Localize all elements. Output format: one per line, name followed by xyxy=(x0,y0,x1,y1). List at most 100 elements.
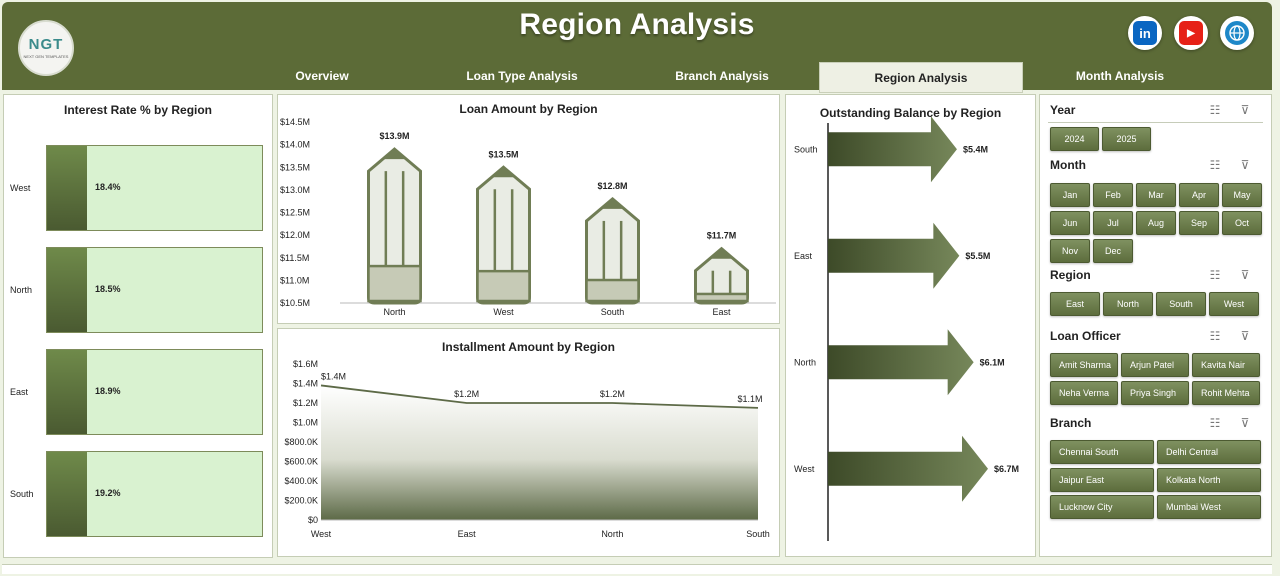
category-label: South xyxy=(746,529,770,539)
data-label: $5.4M xyxy=(963,144,988,154)
category-label: South xyxy=(601,307,625,317)
interest-row-label: South xyxy=(10,489,34,499)
clear-filter-icon[interactable]: ⊽ xyxy=(1240,329,1250,343)
month-chip[interactable]: Feb xyxy=(1093,183,1133,207)
month-chip[interactable]: Jun xyxy=(1050,211,1090,235)
region-chip[interactable]: East xyxy=(1050,292,1100,316)
outstanding-panel: Outstanding Balance by Region South $5.4M… xyxy=(785,94,1036,557)
month-chip[interactable]: Oct xyxy=(1222,211,1262,235)
officer-chip[interactable]: Arjun Patel xyxy=(1121,353,1189,377)
branch-chip[interactable]: Mumbai West xyxy=(1157,495,1261,519)
category-label: West xyxy=(794,464,815,474)
month-chip[interactable]: Jan xyxy=(1050,183,1090,207)
y-tick-label: $1.0M xyxy=(293,418,318,428)
linkedin-button[interactable]: in xyxy=(1128,16,1162,50)
clear-filter-icon[interactable]: ⊽ xyxy=(1240,158,1250,172)
y-tick-label: $0 xyxy=(308,515,318,525)
month-slicer-title: Month xyxy=(1050,158,1086,172)
multi-select-icon[interactable]: ☷ xyxy=(1209,158,1221,172)
month-chip[interactable]: May xyxy=(1222,183,1262,207)
branch-chip[interactable]: Lucknow City xyxy=(1050,495,1154,519)
interest-bar-north: 18.5% xyxy=(46,247,263,333)
year-slicer-title: Year xyxy=(1050,103,1076,117)
logo-subtext: NEXT GEN TEMPLATES xyxy=(23,54,69,59)
linkedin-icon: in xyxy=(1133,21,1157,45)
year-chip[interactable]: 2024 xyxy=(1050,127,1099,151)
officer-chip[interactable]: Rohit Mehta xyxy=(1192,381,1260,405)
interest-bar-east: 18.9% xyxy=(46,349,263,435)
outstanding-title: Outstanding Balance by Region xyxy=(819,106,1002,120)
category-label: West xyxy=(311,529,332,539)
data-label: $13.5M xyxy=(488,149,518,159)
category-label: South xyxy=(794,144,818,154)
data-label: $5.5M xyxy=(965,251,990,261)
clear-filter-icon[interactable]: ⊽ xyxy=(1240,416,1250,430)
month-chip[interactable]: Mar xyxy=(1136,183,1176,207)
tab-branch-analysis[interactable]: Branch Analysis xyxy=(675,69,769,83)
multi-select-icon[interactable]: ☷ xyxy=(1209,268,1221,282)
loan-amount-title: Loan Amount by Region xyxy=(459,102,598,116)
year-slicer-controls: ☷ ⊽ xyxy=(1207,103,1253,117)
multi-select-icon[interactable]: ☷ xyxy=(1209,416,1221,430)
region-chip[interactable]: North xyxy=(1103,292,1153,316)
officer-chip[interactable]: Amit Sharma xyxy=(1050,353,1118,377)
globe-icon xyxy=(1225,21,1249,45)
branch-chip[interactable]: Jaipur East xyxy=(1050,468,1154,492)
category-label: North xyxy=(601,529,623,539)
tab-overview[interactable]: Overview xyxy=(295,69,349,83)
y-tick-label: $11.0M xyxy=(280,275,309,285)
y-tick-label: $10.5M xyxy=(280,298,310,308)
data-label: $13.9M xyxy=(379,131,409,141)
tab-loan-type-analysis[interactable]: Loan Type Analysis xyxy=(466,69,578,83)
y-tick-label: $14.0M xyxy=(280,140,310,150)
officer-slicer-title: Loan Officer xyxy=(1050,329,1121,343)
interest-row-label: West xyxy=(10,183,31,193)
interest-value: 18.4% xyxy=(95,182,121,192)
interest-bar-fill xyxy=(47,146,87,230)
branch-chip[interactable]: Kolkata North xyxy=(1157,468,1261,492)
y-tick-label: $13.0M xyxy=(280,185,310,195)
month-chip[interactable]: Apr xyxy=(1179,183,1219,207)
branch-chip[interactable]: Chennai South xyxy=(1050,440,1154,464)
arrow-bar xyxy=(828,116,957,183)
category-label: West xyxy=(493,307,514,317)
month-chip[interactable]: Aug xyxy=(1136,211,1176,235)
officer-chip[interactable]: Neha Verma xyxy=(1050,381,1118,405)
arrow-bar xyxy=(828,222,960,289)
clear-filter-icon[interactable]: ⊽ xyxy=(1240,268,1250,282)
interest-rate-panel: Interest Rate % by Region West 18.4% Nor… xyxy=(3,94,273,558)
y-tick-label: $800.0K xyxy=(284,437,318,447)
installment-title: Installment Amount by Region xyxy=(442,340,615,354)
multi-select-icon[interactable]: ☷ xyxy=(1209,103,1221,117)
month-chip[interactable]: Jul xyxy=(1093,211,1133,235)
month-chip[interactable]: Sep xyxy=(1179,211,1219,235)
y-tick-label: $200.0K xyxy=(284,496,318,506)
divider xyxy=(1048,122,1263,123)
bottom-bar xyxy=(2,564,1272,574)
website-button[interactable] xyxy=(1220,16,1254,50)
multi-select-icon[interactable]: ☷ xyxy=(1209,329,1221,343)
branch-chip[interactable]: Delhi Central xyxy=(1157,440,1261,464)
pencil-tip xyxy=(492,167,515,178)
clear-filter-icon[interactable]: ⊽ xyxy=(1240,103,1250,117)
officer-chip[interactable]: Priya Singh xyxy=(1121,381,1189,405)
month-chip[interactable]: Dec xyxy=(1093,239,1133,263)
tab-month-analysis[interactable]: Month Analysis xyxy=(1075,69,1165,83)
installment-chart: $1.6M$1.4M$1.2M$1.0M$800.0K$600.0K$400.0… xyxy=(284,359,770,539)
tab-region-analysis[interactable]: Region Analysis xyxy=(819,62,1023,93)
data-label: $6.7M xyxy=(994,464,1019,474)
youtube-button[interactable]: ▶ xyxy=(1174,16,1208,50)
officer-chip[interactable]: Kavita Nair xyxy=(1192,353,1260,377)
branch-slicer-controls: ☷ ⊽ xyxy=(1207,416,1253,430)
y-tick-label: $600.0K xyxy=(284,457,318,467)
y-tick-label: $13.5M xyxy=(280,162,310,172)
region-chip[interactable]: South xyxy=(1156,292,1206,316)
month-chip[interactable]: Nov xyxy=(1050,239,1090,263)
pencil-ferrule xyxy=(694,292,749,303)
branch-slicer-title: Branch xyxy=(1050,416,1092,430)
region-chip[interactable]: West xyxy=(1209,292,1259,316)
y-tick-label: $1.2M xyxy=(293,398,318,408)
year-chip[interactable]: 2025 xyxy=(1102,127,1151,151)
interest-value: 18.9% xyxy=(95,386,121,396)
youtube-icon: ▶ xyxy=(1179,21,1203,45)
